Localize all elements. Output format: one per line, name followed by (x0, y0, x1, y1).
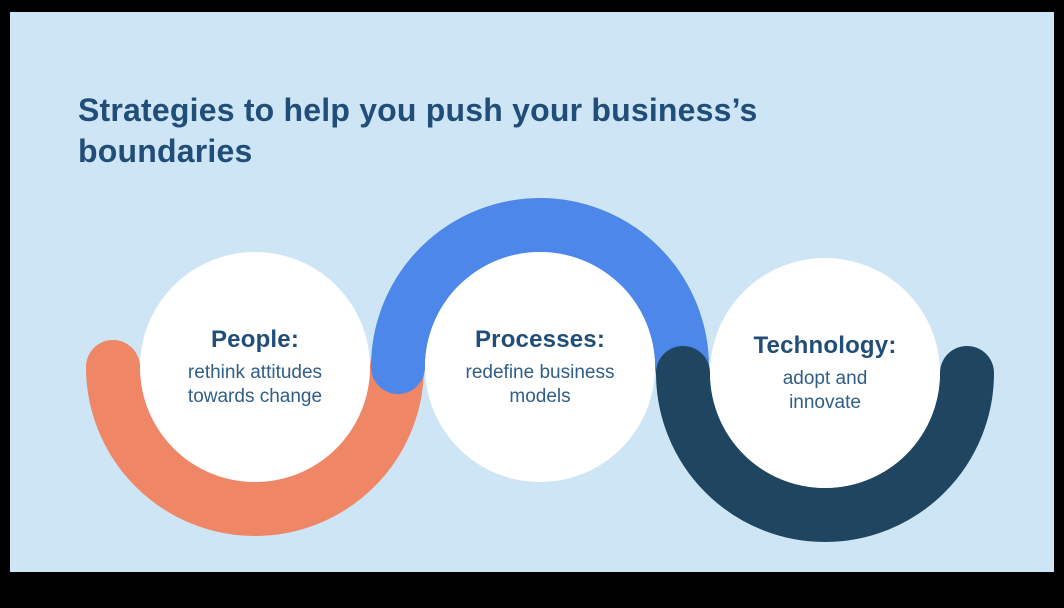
step-description-processes: redefine business models (465, 361, 615, 407)
processes-arc-icon (371, 198, 709, 394)
people-arc-icon (86, 340, 424, 536)
slide-title: Strategies to help you push your busines… (78, 92, 758, 169)
step-circle-people: People: rethink attitudes towards change (140, 252, 370, 482)
step-description-people: rethink attitudes towards change (187, 361, 323, 407)
slide-canvas: Strategies to help you push your busines… (10, 12, 1054, 572)
step-heading-technology: Technology: (753, 331, 897, 359)
process-flow-graphic (86, 198, 994, 542)
technology-arc-icon (656, 346, 994, 542)
step-heading-processes: Processes: (474, 325, 606, 353)
step-circle-processes: Processes: redefine business models (425, 252, 655, 482)
step-heading-people: People: (210, 325, 300, 353)
step-description-technology: adopt and innovate (782, 367, 868, 413)
step-circle-technology: Technology: adopt and innovate (710, 258, 940, 488)
